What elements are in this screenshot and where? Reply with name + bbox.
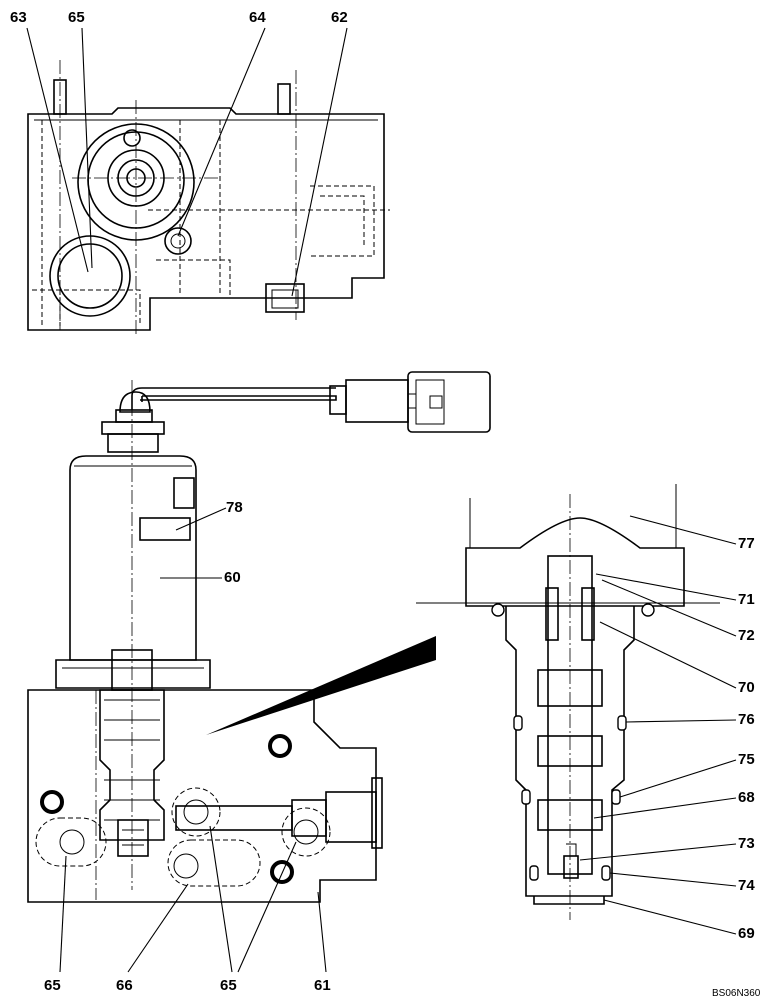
front-view <box>27 371 491 903</box>
callout-72: 72 <box>738 627 755 644</box>
callout-75: 75 <box>738 751 755 768</box>
callout-77: 77 <box>738 535 755 552</box>
callout-73: 73 <box>738 835 755 852</box>
callout-78: 78 <box>226 499 243 516</box>
callout-61: 61 <box>314 977 331 994</box>
callout-70: 70 <box>738 679 755 696</box>
callout-64-top: 64 <box>249 9 266 26</box>
top-view <box>27 60 390 336</box>
callout-69: 69 <box>738 925 755 942</box>
callout-62-top: 62 <box>331 9 348 26</box>
callout-74: 74 <box>738 877 755 894</box>
callout-66: 66 <box>116 977 133 994</box>
callout-68: 68 <box>738 789 755 806</box>
callout-65-bottom-left: 65 <box>44 977 61 994</box>
drawing-code: BS06N360 <box>712 988 761 999</box>
callout-76: 76 <box>738 711 755 728</box>
section-view <box>416 484 720 920</box>
callout-65-top: 65 <box>68 9 85 26</box>
callout-60: 60 <box>224 569 241 586</box>
callout-63-top: 63 <box>10 9 27 26</box>
callout-71: 71 <box>738 591 755 608</box>
callout-65-bottom-middle: 65 <box>220 977 237 994</box>
